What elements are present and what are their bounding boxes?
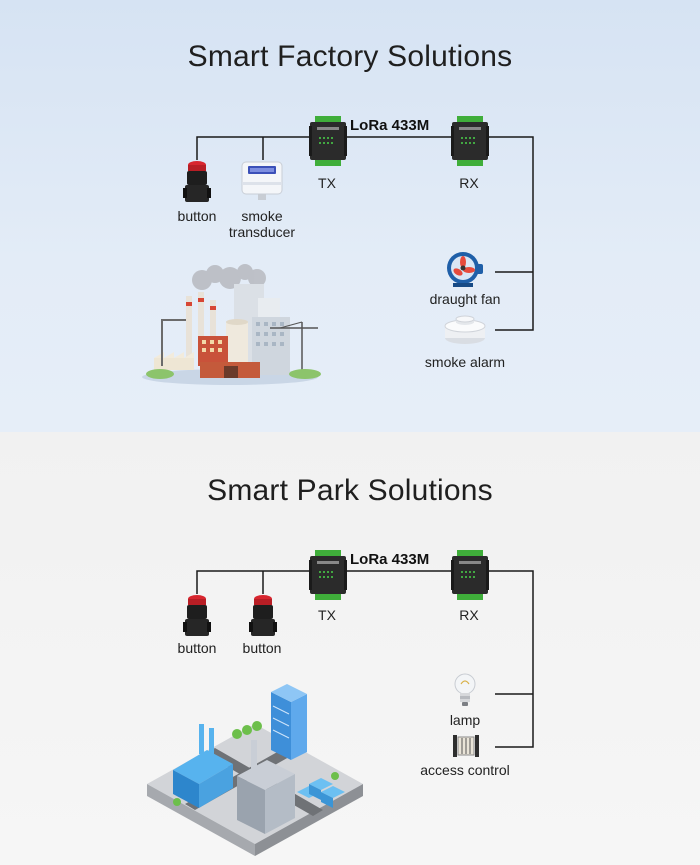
factory-wiring (196, 136, 534, 331)
push-button-icon (183, 161, 211, 202)
smoke-transducer-icon (241, 161, 283, 200)
factory-tx-device-icon (309, 116, 347, 166)
park-output-label-1: access control (420, 762, 510, 778)
factory-panel: Smart Factory Solutions LoRa 433M TX (0, 0, 700, 432)
factory-rx-label: RX (459, 175, 479, 191)
push-button-icon (249, 595, 277, 636)
park-rx-label: RX (459, 607, 479, 623)
lamp-icon (454, 673, 476, 706)
park-rx-device-icon (451, 550, 489, 600)
factory-output-label-1: smoke alarm (424, 354, 506, 370)
industrial-park-illustration (147, 684, 363, 856)
factory-output-label-0: draught fan (429, 291, 501, 307)
park-tx-label: TX (318, 607, 336, 623)
factory-illustration (142, 264, 321, 385)
park-input-label-0: button (177, 640, 217, 656)
park-lora-label: LoRa 433M (350, 551, 430, 568)
access-control-icon (453, 735, 479, 757)
factory-input-label-0: button (177, 208, 217, 224)
park-output-label-0: lamp (449, 712, 481, 728)
park-title: Smart Park Solutions (207, 474, 493, 507)
draught-fan-icon (447, 252, 483, 287)
factory-lora-label: LoRa 433M (350, 117, 430, 134)
factory-rx-device-icon (451, 116, 489, 166)
smoke-alarm-icon (444, 315, 486, 344)
factory-title: Smart Factory Solutions (187, 40, 513, 73)
park-tx-device-icon (309, 550, 347, 600)
park-input-label-1: button (242, 640, 282, 656)
factory-tx-label: TX (318, 175, 336, 191)
park-wiring (196, 570, 534, 748)
park-panel: Smart Park Solutions LoRa 433M TX RX (0, 432, 700, 865)
push-button-icon (183, 595, 211, 636)
factory-input-label-1: smoke transducer (228, 208, 296, 240)
